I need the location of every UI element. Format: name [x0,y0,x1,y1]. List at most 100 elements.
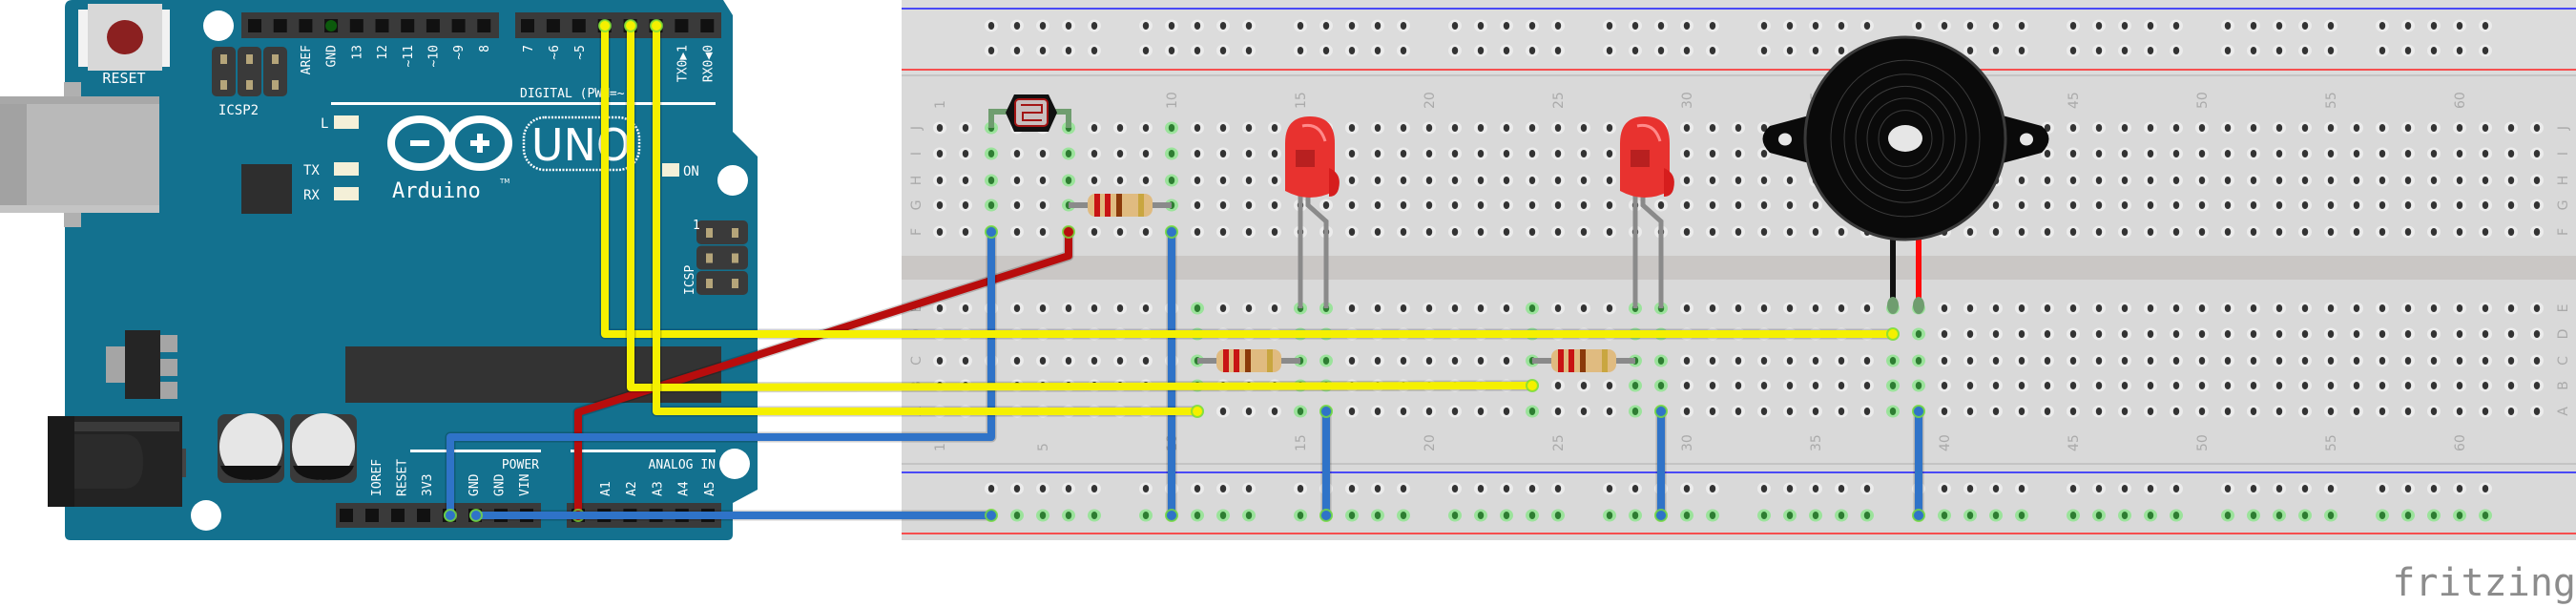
breadboard-hole-socket [2430,177,2438,184]
led-tx [334,162,359,176]
header-pin[interactable] [273,19,287,32]
yellow-wire[interactable] [653,22,1201,415]
breadboard-hole-socket [1606,512,1613,519]
breadboard-hole-socket [1709,408,1716,415]
breadboard-hole-socket [1786,485,1794,492]
breadboard-hole-socket [2172,228,2180,236]
header-pin[interactable] [248,19,261,32]
breadboard-hole-socket [1348,124,1356,132]
row-letter: F [909,228,924,236]
breadboard-hole-socket [962,228,969,236]
yellow-wire[interactable] [627,22,1536,391]
breadboard-hole-socket [1631,47,1639,54]
breadboard-hole-socket [2275,408,2283,415]
breadboard-hole-socket [1941,512,1948,519]
breadboard-hole-socket [1039,47,1047,54]
column-number: 15 [1294,92,1309,109]
breadboard-hole-socket [1606,47,1613,54]
breadboard-hole-socket [1168,177,1175,184]
header-pin[interactable] [417,509,430,522]
header-pin[interactable] [451,19,466,32]
breadboard-hole-socket [1091,22,1098,30]
breadboard-hole-socket [2379,177,2386,184]
row-letter: F [2556,228,2571,236]
breadboard-hole-socket [1400,22,1407,30]
row-letter: G [2556,200,2571,211]
breadboard-hole-socket [2275,150,2283,157]
breadboard-hole-socket [2404,47,2412,54]
breadboard-hole-socket [1631,22,1639,30]
breadboard-hole-socket [2198,177,2206,184]
breadboard-hole-socket [2147,304,2154,312]
breadboard-hole-socket [1245,22,1253,30]
breadboard-hole-socket [2224,177,2232,184]
header-pin[interactable] [546,19,560,32]
breadboard-hole-socket [1503,304,1510,312]
breadboard-hole-socket [2533,228,2541,236]
breadboard-hole-socket [1554,201,1562,209]
header-pin[interactable] [571,19,586,32]
header-pin[interactable] [675,19,689,32]
breadboard-hole-socket [1400,485,1407,492]
header-pin[interactable] [391,509,405,522]
breadboard-hole-socket [2224,485,2232,492]
breadboard-hole-socket [1116,177,1124,184]
header-pin[interactable] [401,19,415,32]
breadboard-hole-socket [1735,382,1742,389]
row-letter: J [909,126,924,131]
breadboard-hole-socket [1477,177,1485,184]
breadboard-hole-socket [1683,512,1691,519]
icsp-pin1-label: 1 [693,219,700,233]
breadboard-hole-socket [2301,150,2309,157]
breadboard-hole-socket [2456,304,2463,312]
breadboard-hole-socket [1271,408,1278,415]
breadboard-hole-socket [1606,304,1613,312]
breadboard-hole-socket [2044,357,2051,365]
breadboard-hole-socket [2404,330,2412,338]
blue-wire-end [985,225,998,239]
row-letter: J [2556,126,2571,131]
breadboard-hole-socket [1503,47,1510,54]
breadboard-hole-socket [1863,382,1871,389]
header-pin[interactable] [426,19,440,32]
breadboard-hole-socket [1554,304,1562,312]
breadboard-hole-socket [2404,408,2412,415]
reset-button[interactable] [78,4,170,71]
breadboard-hole-socket [1554,150,1562,157]
yellow-wire[interactable] [601,22,1897,338]
buzzer-ring [1855,85,1956,192]
header-pin[interactable] [521,19,534,32]
yellow-wire-end [1191,405,1204,418]
breadboard-hole-socket [2172,330,2180,338]
column-number: 45 [2067,92,2082,109]
header-pin[interactable] [299,19,313,32]
breadboard-hole-socket [2507,150,2515,157]
breadboard-hole-socket [1966,408,1974,415]
header-pin[interactable] [477,19,491,32]
breadboard-hole-socket [2121,485,2129,492]
header-pin[interactable] [349,19,364,32]
breadboard-hole-socket [1786,304,1794,312]
header-pin[interactable] [375,19,389,32]
breadboard-hole-socket [2250,512,2257,519]
breadboard-hole-socket [2327,382,2335,389]
breadboard-hole-socket [1348,304,1356,312]
header-pin[interactable] [340,509,353,522]
breadboard-hole-socket [2456,124,2463,132]
led-l [334,115,359,129]
header-pin[interactable] [700,19,715,32]
breadboard-hole-socket [1735,201,1742,209]
breadboard-hole-socket [1013,150,1021,157]
breadboard-hole-socket [2507,201,2515,209]
breadboard-hole-socket [1348,512,1356,519]
breadboard-hole-socket [2404,22,2412,30]
breadboard-hole-socket [2482,177,2489,184]
breadboard-hole-socket [1786,512,1794,519]
header-pin[interactable] [365,509,379,522]
breadboard-hole-socket [1451,47,1459,54]
breadboard-hole-socket [2482,201,2489,209]
photoresistor-trace [1021,104,1043,121]
breadboard-hole-socket [2327,357,2335,365]
fritzing-logo: fritzing [2392,561,2576,605]
breadboard-hole-socket [2507,228,2515,236]
